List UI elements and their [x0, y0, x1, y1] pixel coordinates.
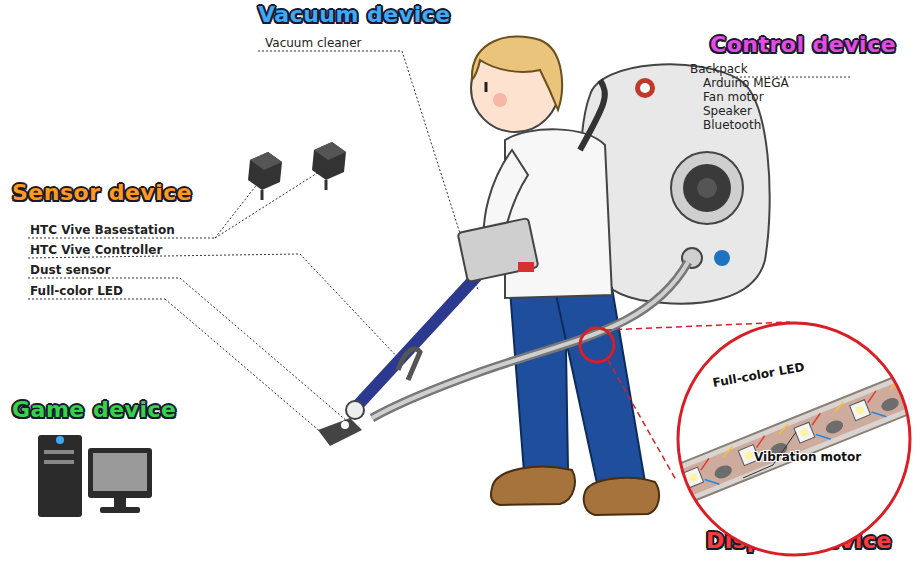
part-label: Speaker — [703, 104, 752, 118]
section-title: Sensor device — [12, 180, 192, 206]
inset-label: Vibration motor — [754, 450, 861, 464]
part-label: HTC Vive Basestation — [30, 223, 175, 237]
zoom-circle: Full-color LEDVibration motor — [668, 320, 920, 558]
part-label: HTC Vive Controller — [30, 243, 162, 257]
part-label: Full-color LED — [30, 284, 123, 298]
zoom-marker — [580, 328, 614, 362]
leader-lines — [28, 51, 852, 440]
section-title: Vacuum device — [258, 2, 451, 28]
part-label: Fan motor — [703, 90, 764, 104]
part-label: Vacuum cleaner — [265, 36, 362, 50]
part-label: Bluetooth — [703, 118, 761, 132]
part-label: Arduino MEGA — [703, 76, 789, 90]
computer-icon — [38, 435, 152, 517]
section-title: Control device — [710, 32, 896, 58]
zoom-circle-outline — [668, 320, 920, 558]
base-stations — [248, 142, 346, 200]
part-label: Dust sensor — [30, 263, 111, 277]
section-title: Game device — [12, 397, 176, 423]
zoom-line — [608, 360, 676, 480]
vacuum-cleaner — [318, 218, 538, 446]
part-label: Backpack — [690, 62, 748, 76]
led-strip — [668, 353, 920, 520]
